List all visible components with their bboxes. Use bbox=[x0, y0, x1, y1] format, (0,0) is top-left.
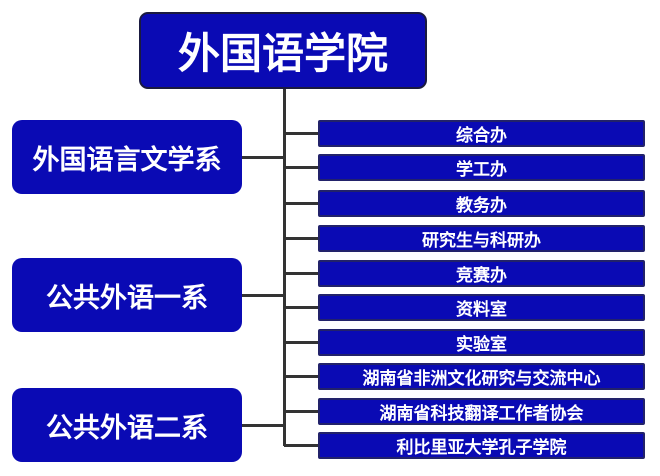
office-label: 竞赛办 bbox=[456, 266, 507, 286]
office-connector-7 bbox=[284, 341, 318, 344]
office-node: 研究生与科研办 bbox=[318, 225, 645, 252]
office-connector-4 bbox=[284, 237, 318, 240]
office-connector-5 bbox=[284, 272, 318, 275]
office-label: 利比里亚大学孔子学院 bbox=[396, 438, 567, 458]
office-node: 综合办 bbox=[318, 120, 645, 147]
root-label: 外国语学院 bbox=[177, 29, 388, 78]
office-connector-6 bbox=[284, 306, 318, 309]
office-connector-1 bbox=[284, 132, 318, 135]
office-connector-8 bbox=[284, 375, 318, 378]
root-connector bbox=[283, 89, 286, 446]
office-node: 利比里亚大学孔子学院 bbox=[318, 432, 645, 459]
department-label: 公共外语一系 bbox=[46, 282, 208, 314]
dept-connector-3 bbox=[242, 424, 284, 427]
department-node: 公共外语二系 bbox=[12, 388, 242, 462]
office-connector-10 bbox=[284, 444, 318, 447]
department-label: 公共外语二系 bbox=[46, 412, 208, 444]
office-node: 湖南省科技翻译工作者协会 bbox=[318, 398, 645, 425]
office-connector-3 bbox=[284, 202, 318, 205]
office-label: 教务办 bbox=[456, 196, 507, 216]
dept-connector-1 bbox=[242, 156, 284, 159]
office-label: 综合办 bbox=[456, 126, 507, 146]
office-label: 湖南省科技翻译工作者协会 bbox=[379, 404, 584, 424]
office-node: 教务办 bbox=[318, 190, 645, 217]
department-node: 公共外语一系 bbox=[12, 258, 242, 332]
office-node: 资料室 bbox=[318, 294, 645, 321]
office-node: 湖南省非洲文化研究与交流中心 bbox=[318, 363, 645, 390]
department-label: 外国语言文学系 bbox=[32, 144, 222, 176]
department-node: 外国语言文学系 bbox=[12, 120, 242, 194]
office-label: 实验室 bbox=[456, 335, 507, 355]
root-node: 外国语学院 bbox=[139, 12, 427, 89]
dept-connector-2 bbox=[242, 294, 284, 297]
office-label: 学工办 bbox=[456, 160, 507, 180]
office-connector-9 bbox=[284, 410, 318, 413]
office-label: 湖南省非洲文化研究与交流中心 bbox=[362, 369, 601, 389]
office-label: 研究生与科研办 bbox=[422, 231, 541, 251]
office-node: 竞赛办 bbox=[318, 260, 645, 287]
office-connector-2 bbox=[284, 166, 318, 169]
office-node: 实验室 bbox=[318, 329, 645, 356]
office-label: 资料室 bbox=[456, 300, 507, 320]
office-node: 学工办 bbox=[318, 154, 645, 181]
